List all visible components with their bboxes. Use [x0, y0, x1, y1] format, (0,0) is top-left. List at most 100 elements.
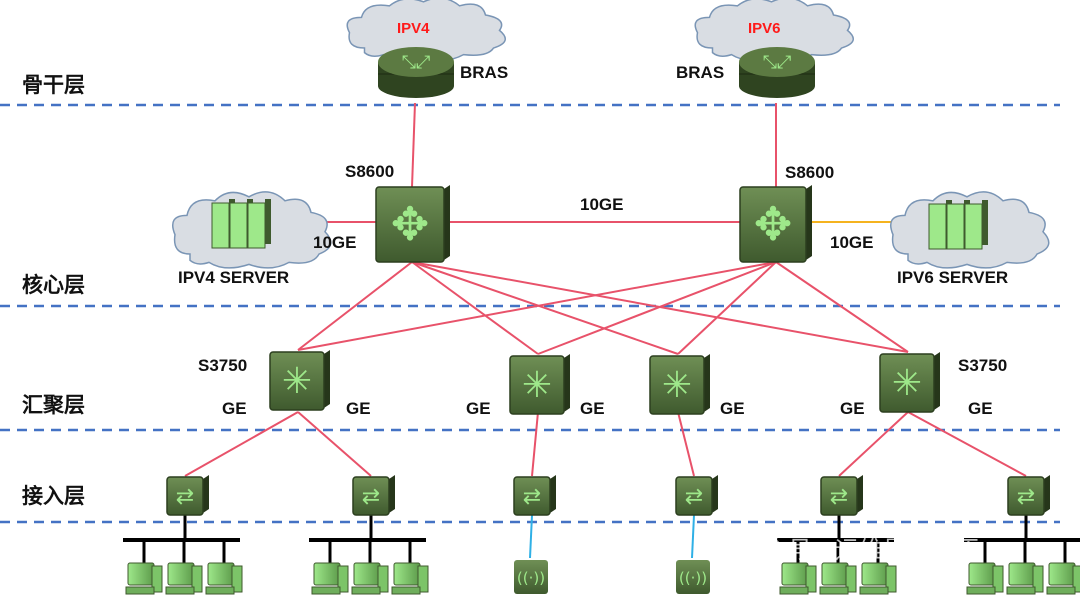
server-unit: [946, 203, 965, 250]
switch-face: [509, 355, 565, 415]
router-top: [378, 47, 454, 77]
link-line: [411, 261, 679, 355]
monitor: [127, 562, 155, 586]
link-label-ge: GE: [968, 399, 993, 418]
link-label-ge: GE: [222, 399, 247, 418]
core-switch-right: ✥: [739, 185, 812, 263]
layer-label-aggregation: 汇聚层: [22, 393, 85, 417]
switch-side: [564, 354, 570, 412]
link-label-ge: GE: [580, 399, 605, 418]
access-switch: ⇄: [1007, 475, 1050, 516]
access-switch: ⇄: [352, 475, 395, 516]
monitor: [781, 562, 809, 586]
core-switch-label-right: S8600: [785, 163, 834, 182]
switch-arrows-icon: ✳: [522, 365, 552, 406]
computer-icon: [819, 562, 857, 595]
tower: [191, 565, 203, 593]
switch-face: [739, 186, 807, 263]
tower: [337, 565, 349, 593]
right-server-link-label: 10GE: [830, 233, 873, 252]
access-switch: ⇄: [513, 475, 556, 516]
wireless-link: [529, 514, 533, 559]
computer-icon: [125, 562, 163, 595]
link-line: [184, 411, 299, 477]
keyboard: [125, 586, 155, 595]
layer-label-access: 接入层: [22, 484, 85, 508]
bras-router-ipv6: ⤡⤢: [739, 47, 815, 98]
computer-icon: [391, 562, 429, 595]
switch-side: [324, 350, 330, 408]
link-line: [775, 261, 909, 353]
switch-face: [269, 351, 325, 411]
server-label-ipv6: IPV6 SERVER: [897, 268, 1008, 287]
monitor: [167, 562, 195, 586]
tower: [1032, 565, 1044, 593]
switch-face: [1007, 476, 1045, 516]
core-switch-label-left: S8600: [345, 162, 394, 181]
link-line: [411, 261, 909, 353]
switch-side: [389, 475, 395, 513]
link-label-ge: GE: [720, 399, 745, 418]
router-top: [739, 47, 815, 77]
computer-icon: [859, 562, 897, 595]
layer-label-core: 核心层: [22, 273, 85, 297]
link-line: [907, 411, 1027, 477]
switch-arrows-icon: ⇄: [685, 484, 703, 509]
left-server-link-label: 10GE: [313, 233, 356, 252]
link-line: [677, 261, 777, 355]
server-unit: [928, 203, 947, 250]
switch-arrows-icon: ⇄: [1017, 484, 1035, 509]
tower: [377, 565, 389, 593]
monitor: [207, 562, 235, 586]
tower: [151, 565, 163, 593]
layer-label-backbone: 骨干层: [22, 73, 85, 97]
wireless-ap: ((·)): [514, 560, 548, 594]
core-switch-left: ✥: [375, 185, 450, 263]
switch-side: [1044, 475, 1050, 513]
router-label-right: BRAS: [676, 63, 724, 82]
keyboard: [859, 586, 889, 595]
switch-arrows-icon: ⇄: [523, 484, 541, 509]
link-line: [411, 261, 539, 355]
switch-arrows-icon: ✳: [662, 365, 692, 406]
ap-body: [676, 560, 710, 594]
switch-side: [704, 354, 710, 412]
switch-side: [203, 475, 209, 513]
monitor: [313, 562, 341, 586]
link-line: [537, 261, 777, 355]
computer-icon: [966, 562, 1004, 595]
switch-face: [820, 476, 858, 516]
switch-face: [375, 186, 445, 263]
aggregation-switch: ✳: [879, 352, 940, 413]
switch-side: [806, 185, 812, 260]
wireless-ap: ((·)): [676, 560, 710, 594]
tower: [805, 565, 817, 593]
switch-arrows-icon: ⇄: [830, 484, 848, 509]
tower: [231, 565, 243, 593]
arrows-icon: ⤡⤢: [763, 52, 792, 73]
computer-icon: [311, 562, 349, 595]
monitor: [861, 562, 889, 586]
switch-side: [857, 475, 863, 513]
link-label-ge: GE: [346, 399, 371, 418]
keyboard: [966, 586, 996, 595]
server-unit: [229, 202, 248, 249]
switch-arrows-icon: ✳: [282, 361, 312, 402]
server-unit: [211, 202, 230, 249]
aggregation-switch: ✳: [509, 354, 570, 415]
link-line: [297, 261, 413, 351]
keyboard: [165, 586, 195, 595]
switch-arrows-icon: ✥: [754, 197, 793, 251]
keyboard: [819, 586, 849, 595]
switch-arrows-icon: ⇄: [176, 484, 194, 509]
cloud-label-ipv4: IPV4: [397, 20, 430, 37]
switch-face: [649, 355, 705, 415]
ap-body: [514, 560, 548, 594]
wireless-link: [691, 514, 695, 559]
computer-icon: [165, 562, 203, 595]
tower: [885, 565, 897, 593]
switch-side: [934, 352, 940, 410]
monitor: [968, 562, 996, 586]
